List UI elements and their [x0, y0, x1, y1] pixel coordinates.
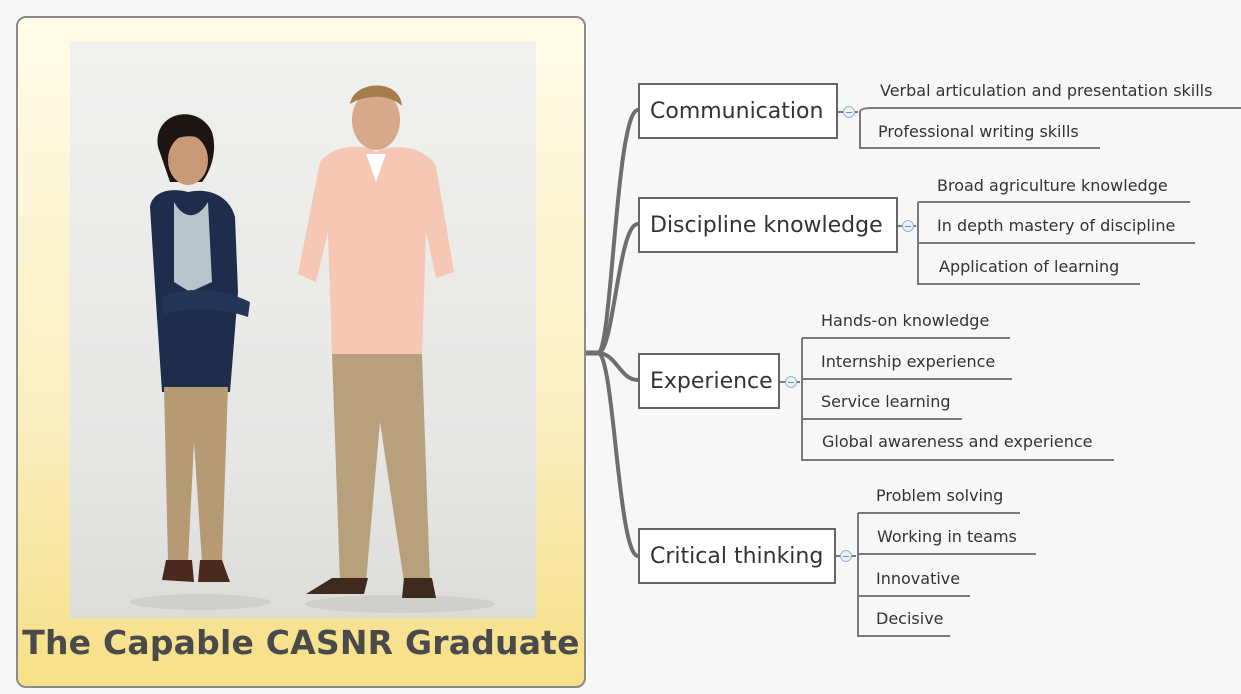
subtopic-decisive[interactable]: Decisive: [876, 609, 944, 628]
topic-experience[interactable]: Experience: [638, 353, 780, 409]
collapse-toggle-experience[interactable]: [785, 376, 797, 388]
subtopic-broad-agriculture[interactable]: Broad agriculture knowledge: [937, 176, 1168, 195]
graduates-photo: [70, 42, 536, 618]
central-topic[interactable]: The Capable CASNR Graduate: [16, 16, 586, 688]
branch-experience: [596, 351, 640, 382]
subtopic-service-learning[interactable]: Service learning: [821, 392, 951, 411]
woman-figure: [150, 114, 250, 582]
subtopic-professional-writing[interactable]: Professional writing skills: [878, 122, 1079, 141]
subtopic-verbal-articulation[interactable]: Verbal articulation and presentation ski…: [880, 81, 1213, 100]
subtopic-hands-on[interactable]: Hands-on knowledge: [821, 311, 990, 330]
branch-discipline: [596, 222, 640, 355]
topic-discipline-knowledge[interactable]: Discipline knowledge: [638, 197, 898, 253]
central-topic-title: The Capable CASNR Graduate: [22, 623, 580, 662]
subtopic-innovative[interactable]: Innovative: [876, 569, 961, 588]
subtopic-problem-solving[interactable]: Problem solving: [876, 486, 1004, 505]
topic-label: Communication: [650, 98, 824, 124]
branch-critical: [596, 351, 640, 558]
subtopic-internship[interactable]: Internship experience: [821, 352, 996, 371]
man-figure: [298, 85, 454, 598]
topic-label: Critical thinking: [650, 543, 824, 569]
collapse-toggle-discipline[interactable]: [902, 220, 914, 232]
topic-critical-thinking[interactable]: Critical thinking: [638, 528, 836, 584]
subtopic-depth-mastery[interactable]: In depth mastery of discipline: [937, 216, 1176, 235]
collapse-toggle-communication[interactable]: [843, 106, 855, 118]
topic-label: Discipline knowledge: [650, 212, 883, 238]
subtopic-global-awareness[interactable]: Global awareness and experience: [822, 432, 1093, 451]
topic-communication[interactable]: Communication: [638, 83, 838, 139]
branch-communication: [596, 108, 640, 355]
subtopic-application-learning[interactable]: Application of learning: [939, 257, 1120, 276]
subtopic-working-teams[interactable]: Working in teams: [877, 527, 1017, 546]
topic-label: Experience: [650, 368, 773, 394]
collapse-toggle-critical[interactable]: [840, 550, 852, 562]
